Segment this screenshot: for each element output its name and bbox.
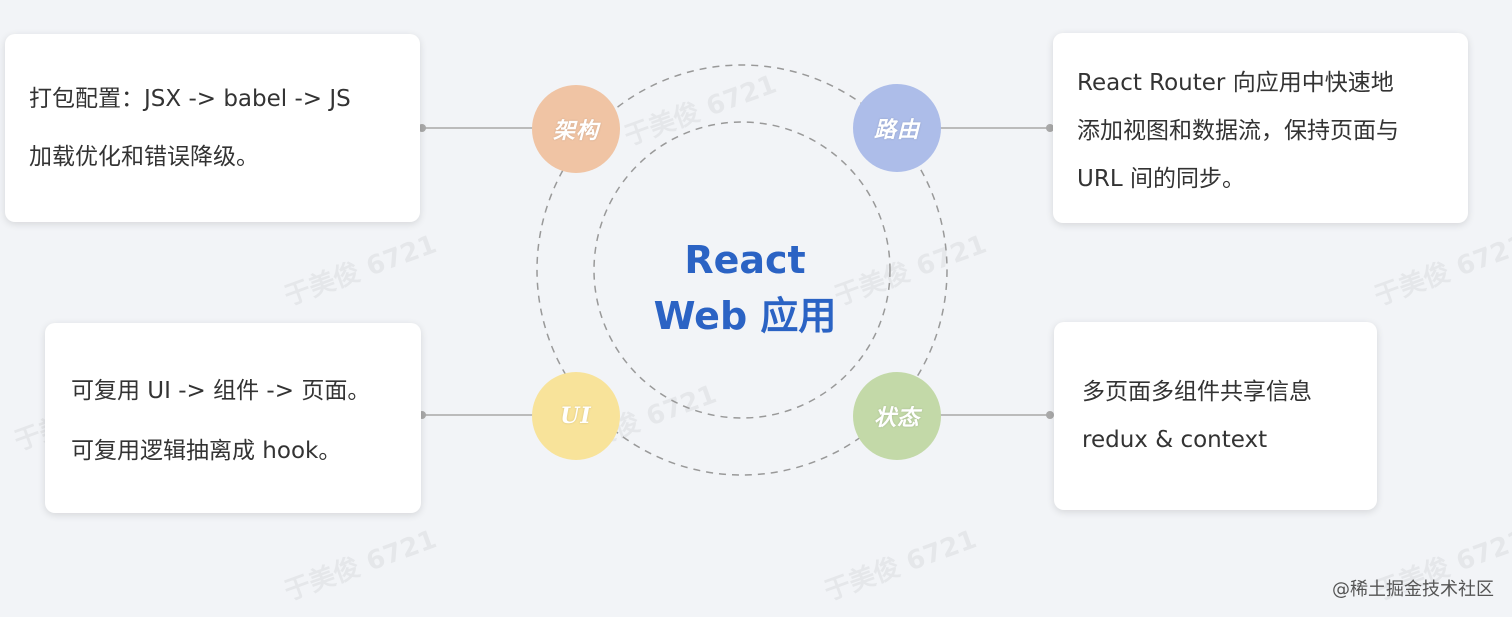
node-architecture: 架构 [532, 85, 620, 173]
node-state: 状态 [853, 372, 941, 460]
center-title-line-2: Web 应用 [653, 294, 837, 338]
outer-dashed-ring [536, 64, 948, 476]
card-architecture-line-2: 加载优化和错误降级。 [29, 144, 259, 170]
card-architecture: 打包配置：JSX -> babel -> JS 加载优化和错误降级。 [5, 34, 420, 222]
credit-text: @稀土掘金技术社区 [1332, 579, 1494, 600]
card-ui-line-1: 可复用 UI -> 组件 -> 页面。 [71, 378, 371, 404]
card-routing: React Router 向应用中快速地 添加视图和数据流，保持页面与 URL … [1053, 33, 1468, 223]
card-state: 多页面多组件共享信息 redux & context [1054, 322, 1377, 510]
inner-dashed-ring [593, 121, 891, 419]
connector-dot-architecture [418, 124, 426, 132]
card-routing-line-3: URL 间的同步。 [1077, 166, 1245, 192]
card-routing-line-2: 添加视图和数据流，保持页面与 [1077, 118, 1399, 144]
node-routing: 路由 [853, 84, 941, 172]
card-routing-line-1: React Router 向应用中快速地 [1077, 70, 1394, 96]
card-architecture-line-1: 打包配置：JSX -> babel -> JS [29, 86, 351, 112]
center-title: React Web 应用 [600, 232, 890, 344]
node-ui: UI [532, 372, 620, 460]
card-state-line-1: 多页面多组件共享信息 [1082, 379, 1312, 405]
card-ui-line-2: 可复用逻辑抽离成 hook。 [71, 438, 342, 464]
connector-dot-routing [1046, 124, 1054, 132]
connector-dot-state [1046, 411, 1054, 419]
card-state-line-2: redux & context [1082, 427, 1268, 453]
center-title-line-1: React [684, 238, 806, 282]
card-ui: 可复用 UI -> 组件 -> 页面。 可复用逻辑抽离成 hook。 [45, 323, 421, 513]
